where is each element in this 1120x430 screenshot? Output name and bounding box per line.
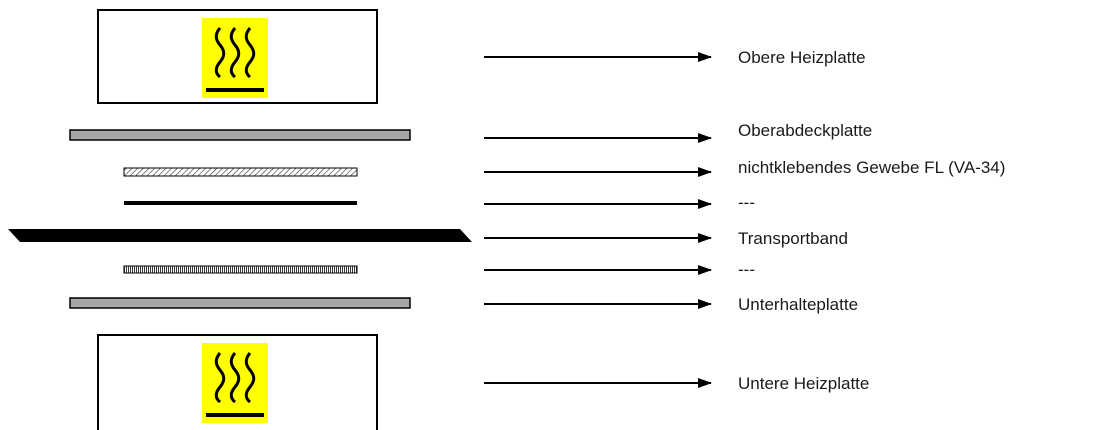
label-conveyor-belt: Transportband bbox=[738, 229, 848, 248]
non-adhesive-fabric-layer bbox=[123, 167, 358, 177]
conveyor-belt bbox=[8, 229, 472, 242]
hot-surface-icon bbox=[202, 18, 268, 98]
label-upper-heating-plate: Obere Heizplatte bbox=[738, 48, 866, 67]
label-upper-cover-plate: Oberabdeckplatte bbox=[738, 121, 872, 140]
lower-heating-plate bbox=[97, 334, 378, 430]
label-layer-dash-1: --- bbox=[738, 193, 755, 212]
hot-surface-icon bbox=[202, 343, 268, 423]
label-lower-holding-plate: Unterhalteplatte bbox=[738, 295, 858, 314]
striped-layer bbox=[123, 265, 358, 274]
upper-heating-plate bbox=[97, 9, 378, 104]
label-non-adhesive-fabric: nichtklebendes Gewebe FL (VA-34) bbox=[738, 158, 1005, 177]
label-lower-heating-plate: Untere Heizplatte bbox=[738, 374, 869, 393]
arrows bbox=[484, 52, 712, 388]
upper-cover-plate bbox=[69, 129, 411, 141]
label-layer-dash-2: --- bbox=[738, 260, 755, 279]
thin-layer-1 bbox=[124, 201, 357, 205]
lower-holding-plate bbox=[69, 297, 411, 309]
